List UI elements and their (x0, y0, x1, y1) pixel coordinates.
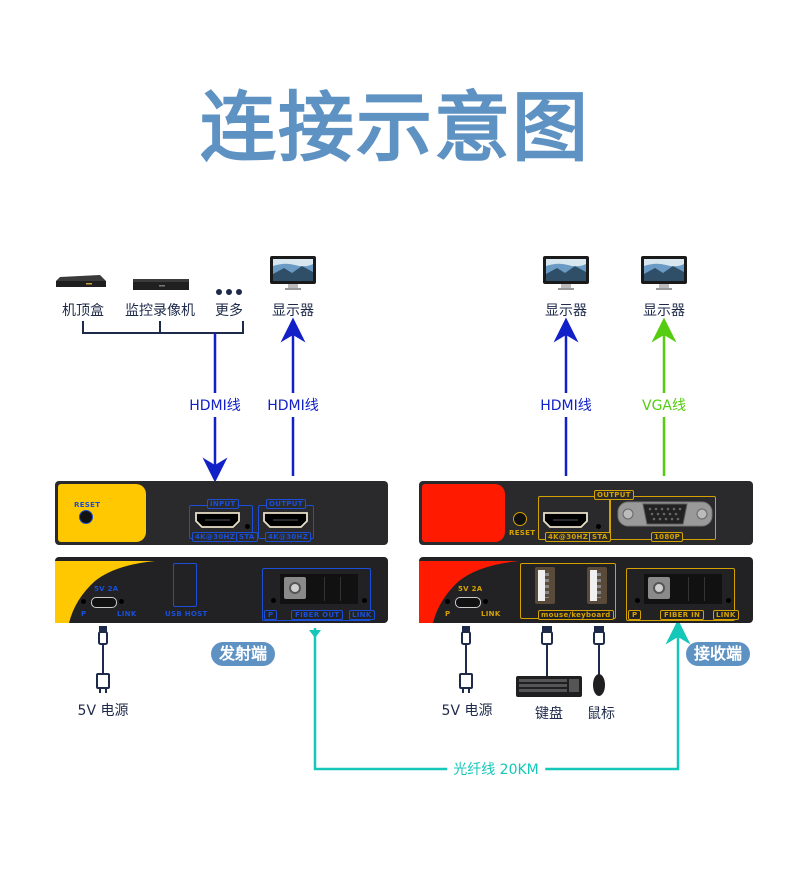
tx-reset-label: RESET (74, 501, 101, 509)
monitor-icon (270, 256, 316, 296)
transmitter-accent-swoosh (55, 561, 155, 623)
set-top-box-icon (56, 274, 108, 288)
rx-display-label: 显示器 (643, 303, 685, 319)
vga-output-port[interactable] (617, 500, 713, 528)
rx-reset-label: RESET (509, 529, 536, 537)
tx-power-spec: 5V 2A (94, 585, 119, 593)
more-dots-icon (215, 281, 245, 295)
keyboard-cable (541, 626, 553, 676)
transmitter-front-panel: RESET INPUT 4K@30HZ STA OUTPUT 4K@30HZ (55, 481, 388, 545)
tx-fiber-p-led (271, 598, 276, 603)
rx-fiber-link-label: LINK (713, 610, 739, 620)
monitor-icon (641, 256, 687, 296)
rx-display-label: 显示器 (545, 303, 587, 319)
tx-fiber-p-label: P (264, 610, 278, 620)
rx-fiber-link-led (726, 598, 731, 603)
keyboard-label: 键盘 (535, 706, 563, 722)
transmitter-accent (58, 484, 146, 542)
transmitter-back-panel: 5V 2A P LINK USB HOST P FIBER OUT LINK (55, 557, 388, 623)
rx-sta-label: STA (589, 532, 611, 542)
tx-fiber-frame (262, 568, 371, 621)
rx-sta-led (596, 524, 601, 529)
fiber-arrow-down (309, 630, 321, 638)
source-bracket (82, 321, 244, 334)
sta-led (245, 524, 250, 529)
rx-p-led (445, 599, 450, 604)
fiber-out-port[interactable] (280, 574, 358, 604)
rx-power-spec: 5V 2A (458, 585, 483, 593)
fiber-in-port[interactable] (644, 574, 722, 604)
rx-fiber-p-label: P (628, 610, 642, 620)
nvr-recorder-icon (133, 276, 189, 290)
rx-fiber-p-led (635, 598, 640, 603)
usb-host-port[interactable] (173, 563, 197, 607)
tx-link-label: LINK (117, 610, 137, 618)
receiver-accent-swoosh (419, 561, 519, 623)
tx-output-res: 4K@30HZ (265, 532, 312, 542)
hdmi-output-port[interactable] (263, 512, 308, 528)
rx-vga-res: 1080P (651, 532, 684, 542)
source-label: 机顶盒 (62, 303, 104, 319)
rx-reset-button[interactable] (513, 512, 527, 526)
rx-link-led (483, 599, 488, 604)
rx-output-label: OUTPUT (594, 490, 634, 500)
rx-fiber-frame (626, 568, 735, 621)
receiver-badge: 接收端 (686, 642, 751, 666)
rx-usb-label: mouse/keyboard (538, 610, 614, 620)
receiver-front-panel: RESET OUTPUT 4K@30HZ STA 1080P (419, 481, 753, 545)
rx-power-cable (459, 626, 473, 693)
tx-hdmi-in-label: HDMI线 (189, 393, 241, 417)
page-title: 连接示意图 (200, 83, 590, 172)
rx-p-label: P (445, 610, 451, 618)
usb-a-port[interactable] (587, 567, 607, 604)
hdmi-output-port[interactable] (543, 512, 588, 528)
tx-p-label: P (81, 610, 87, 618)
monitor-icon (543, 256, 589, 296)
fiber-label: 光纤线 20KM (447, 757, 545, 781)
fiber-line (313, 619, 691, 771)
tx-fiber-link-led (362, 598, 367, 603)
rx-hdmi-label: HDMI线 (540, 393, 592, 417)
mouse-label: 鼠标 (587, 706, 615, 722)
rx-power-label: 5V 电源 (441, 703, 493, 719)
rx-vga-label: VGA线 (641, 393, 687, 417)
keyboard-icon (516, 676, 582, 697)
mouse-icon (593, 674, 605, 696)
receiver-accent (422, 484, 505, 542)
tx-output-label: OUTPUT (266, 499, 306, 509)
tx-reset-button[interactable] (79, 510, 93, 524)
tx-input-label: INPUT (207, 499, 239, 509)
tx-fiber-link-label: LINK (349, 610, 375, 620)
tx-hdmi-out-label: HDMI线 (267, 393, 319, 417)
usb-host-label: USB HOST (165, 610, 208, 618)
usb-c-power-port[interactable] (455, 597, 481, 608)
mouse-cable (593, 626, 605, 676)
hdmi-input-port[interactable] (195, 512, 240, 528)
rx-link-label: LINK (481, 610, 501, 618)
rx-hdmi-res: 4K@30HZ (545, 532, 592, 542)
tx-sta-label: STA (236, 532, 258, 542)
usb-c-power-port[interactable] (91, 597, 117, 608)
tx-p-led (81, 599, 86, 604)
tx-fiber-out-label: FIBER OUT (291, 610, 344, 620)
transmitter-badge: 发射端 (211, 642, 276, 666)
usb-a-port[interactable] (535, 567, 555, 604)
rx-output-divider (609, 496, 611, 538)
tx-power-label: 5V 电源 (77, 703, 129, 719)
tx-link-led (119, 599, 124, 604)
source-label: 监控录像机 (125, 303, 195, 319)
receiver-back-panel: 5V 2A P LINK mouse/keyboard P FIBER IN L… (419, 557, 753, 623)
tx-input-res: 4K@30HZ (192, 532, 239, 542)
tx-display-label: 显示器 (272, 303, 314, 319)
tx-power-cable (96, 626, 110, 693)
source-label: 更多 (215, 303, 243, 319)
rx-fiber-in-label: FIBER IN (660, 610, 705, 620)
